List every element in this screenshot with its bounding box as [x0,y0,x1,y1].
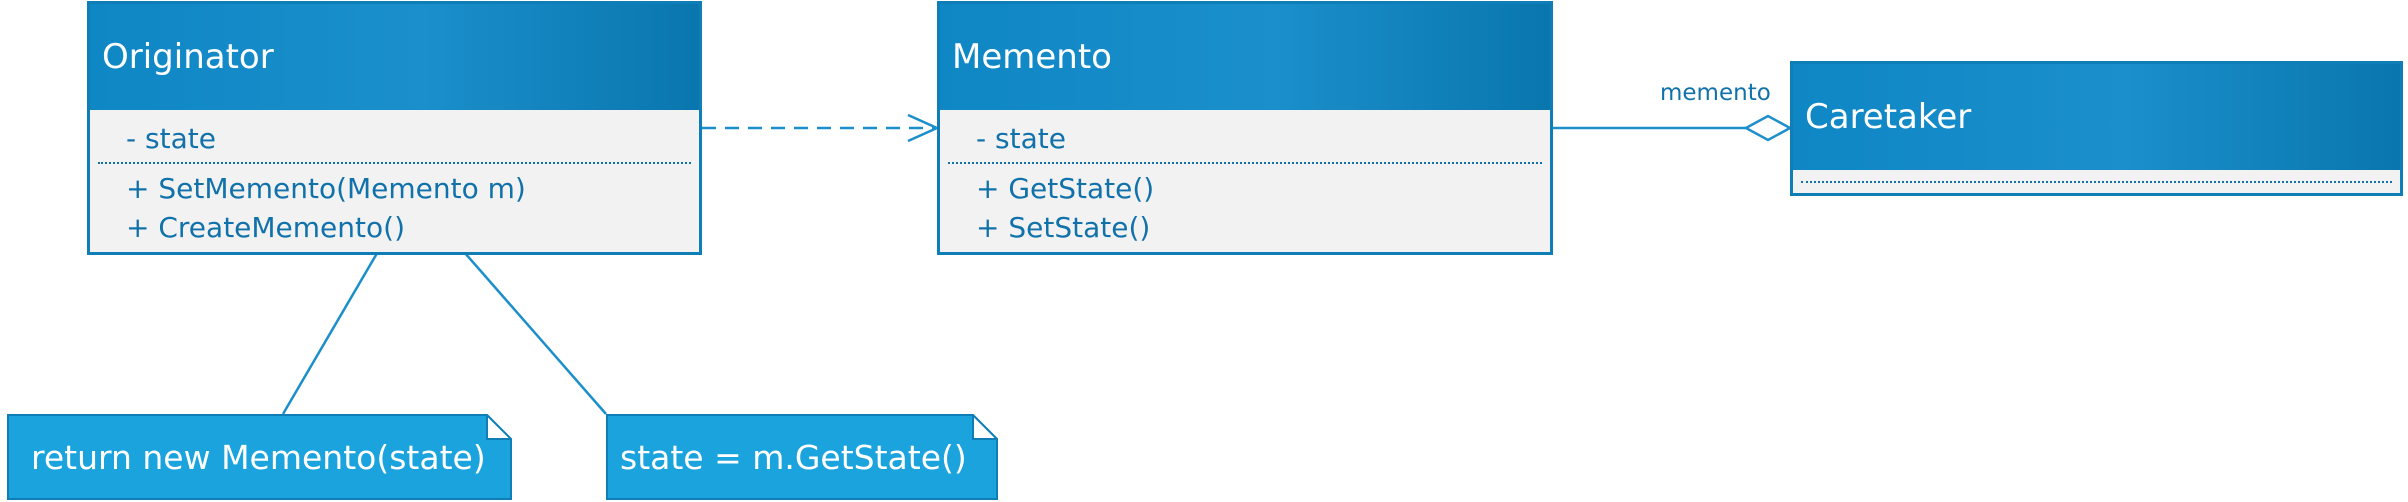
class-originator-header: Originator [90,4,699,110]
compartment-separator [1801,181,2392,183]
aggregation-role-label: memento [1660,80,1771,106]
operation-get-state: + GetState() [976,172,1155,205]
note-set-memento[interactable]: state = m.GetState() [606,414,998,500]
class-caretaker-body [1793,170,2400,193]
note-set-memento-text: state = m.GetState() [620,437,967,477]
class-memento-name: Memento [952,37,1112,77]
compartment-separator [98,162,691,164]
class-originator-name: Originator [102,37,274,77]
note-shape [606,414,998,500]
note-create-memento[interactable]: return new Memento(state) [7,414,512,500]
class-originator-body: - state + SetMemento(Memento m) + Create… [90,110,699,252]
note-shape [7,414,512,500]
operation-set-memento: + SetMemento(Memento m) [126,172,526,205]
attribute-state: - state [126,122,216,155]
class-caretaker-header: Caretaker [1793,64,2400,170]
class-caretaker-name: Caretaker [1805,97,1972,137]
attribute-state: - state [976,122,1066,155]
class-originator[interactable]: Originator - state + SetMemento(Memento … [87,1,702,255]
class-memento[interactable]: Memento - state + GetState() + SetState(… [937,1,1553,255]
aggregation-diamond [1743,114,1793,142]
class-memento-header: Memento [940,4,1550,110]
class-memento-body: - state + GetState() + SetState() [940,110,1550,252]
operation-set-state: + SetState() [976,211,1151,244]
note-create-memento-text: return new Memento(state) [31,437,486,477]
operation-create-memento: + CreateMemento() [126,211,405,244]
compartment-separator [948,162,1542,164]
note-anchor-create-memento [281,242,385,415]
class-caretaker[interactable]: Caretaker [1790,61,2403,196]
